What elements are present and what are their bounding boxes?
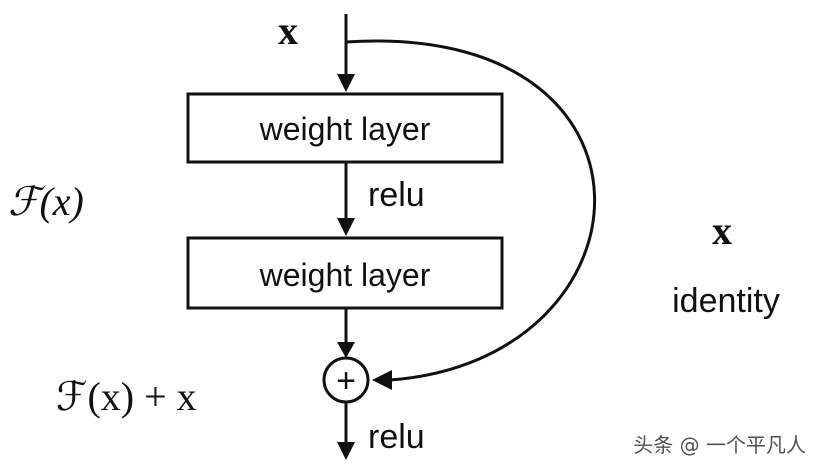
plus-symbol: + [336,362,356,400]
watermark-text: 头条 @ 一个平凡人 [633,433,806,457]
relu-label-1: relu [368,176,425,214]
relu-arrow-head [337,218,355,236]
relu-label-2: relu [368,418,425,456]
input-label: x [278,8,298,53]
output-arrow-head [337,442,355,460]
input-arrow-head [337,74,355,92]
identity-shortcut-path [345,39,597,382]
residual-function-label: ℱ(x) [8,179,84,224]
weight-layer-2-label: weight layer [259,257,431,293]
shortcut-variable-label: x [712,208,732,253]
output-sum-label: ℱ(x) + x [56,374,197,419]
weight-layer-2 [186,236,504,310]
identity-shortcut-arrow-head [372,370,392,390]
shortcut-name-label: identity [672,282,780,320]
weight-layer-1-label: weight layer [259,111,431,147]
sum-arrow-head [337,342,355,358]
